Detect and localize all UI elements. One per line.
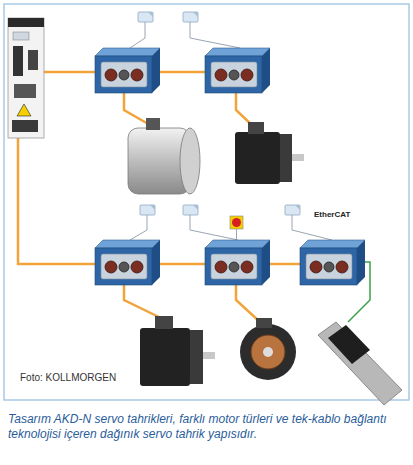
round-motor (240, 318, 296, 380)
linear-slider (328, 325, 370, 364)
central-unit-body (8, 18, 44, 138)
motor-shaft (263, 347, 273, 357)
motor-flange (280, 134, 292, 182)
motor-connector (155, 316, 173, 329)
central-unit-connector (14, 84, 36, 98)
servo-drive (95, 48, 160, 93)
motor-connector (248, 122, 264, 134)
servo-drive (300, 240, 365, 285)
central-unit-connector (13, 46, 23, 76)
motor-cable (124, 285, 165, 320)
motor-face (180, 128, 200, 194)
servo-drive (205, 240, 270, 285)
motor-body (240, 324, 296, 380)
central-unit (8, 18, 44, 138)
io-tag (138, 12, 153, 22)
motor-rotor (251, 335, 285, 369)
io-tag (140, 205, 155, 215)
io-lead (190, 22, 240, 48)
linear-track (318, 322, 402, 405)
photo-credit: Foto: KOLLMORGEN (20, 372, 116, 385)
bus-cable (44, 71, 95, 74)
silver-motor (128, 118, 200, 194)
motor-body (140, 328, 190, 386)
linear-motor (318, 322, 402, 405)
logo-text: EtherCAT (314, 210, 350, 220)
central-unit-top (8, 18, 44, 27)
bus-cable (160, 71, 205, 74)
motor-body (235, 132, 280, 184)
warning-triangle (17, 104, 31, 116)
motor-flange (190, 330, 203, 384)
io-tag (183, 205, 198, 215)
motor-connector (146, 118, 160, 130)
central-unit-display (13, 32, 29, 40)
bus-cable (270, 263, 300, 266)
figure-caption: Tasarım AKD-N servo tahrikleri, farklı m… (8, 412, 406, 442)
bus-cable (18, 138, 95, 264)
io-lead (236, 229, 237, 240)
io-tag (183, 12, 198, 22)
motor-cable (236, 285, 260, 322)
motor-shaft (203, 352, 215, 359)
io-lead (130, 22, 145, 48)
figure-frame (4, 4, 409, 400)
io-lead (130, 215, 147, 240)
central-unit-connector (28, 50, 38, 70)
emergency-stop (230, 216, 243, 229)
io-tag (285, 205, 300, 215)
motor-shaft (292, 154, 304, 161)
servo-drive (205, 48, 270, 93)
motor-connector (256, 318, 272, 328)
servo-motor (235, 122, 304, 184)
bus-cable (160, 263, 205, 266)
central-unit-connector (12, 120, 38, 132)
bus-cable (18, 72, 300, 322)
servo-drive (95, 240, 160, 285)
emergency-stop-button (232, 218, 241, 227)
servo-motor (140, 316, 215, 386)
